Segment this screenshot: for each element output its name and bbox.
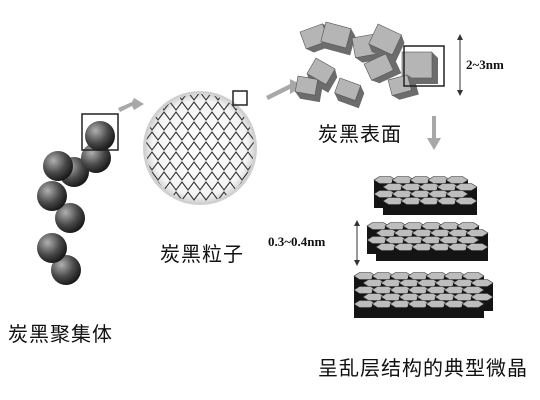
layer-line — [146, 161, 254, 171]
surface-label: 炭黑表面 — [318, 122, 402, 146]
hex-cell — [382, 197, 406, 205]
hex-cell — [445, 190, 469, 198]
hex-cell — [411, 243, 435, 251]
crystallite-label: 呈乱层结构的典型微晶 — [318, 356, 528, 380]
aggregate-zoom-box — [81, 113, 119, 151]
hex-cell — [429, 243, 453, 251]
layer-spacing-label: 0.3~0.4nm — [268, 234, 326, 249]
hex-cell — [465, 229, 489, 237]
hex-cell — [400, 197, 424, 205]
layer-spacing-dimension — [354, 220, 360, 266]
hex-cell — [445, 176, 469, 184]
hex-cell — [465, 243, 489, 251]
hex-cell — [443, 300, 467, 308]
hex-cell — [393, 243, 417, 251]
crystallite-layer-stack — [366, 222, 489, 261]
hex-cell — [454, 183, 478, 191]
hex-cell — [436, 197, 460, 205]
layer-line — [146, 151, 254, 161]
surface-flake — [401, 51, 438, 84]
aggregate-sphere — [51, 255, 81, 285]
carbon-black-particle — [143, 90, 257, 205]
surface-flake — [368, 23, 405, 63]
arrow-surface-to-crystallite — [427, 116, 441, 150]
layer-line — [146, 141, 254, 151]
hex-cell — [375, 243, 399, 251]
particle-zoom-box — [232, 90, 248, 106]
surface-zoom-box — [403, 45, 445, 87]
crystallite-layer-stack — [353, 272, 494, 318]
surface-flake — [320, 21, 356, 56]
hex-cell — [461, 272, 485, 280]
aggregate-sphere — [43, 151, 73, 181]
arrow-aggregate-to-particle — [118, 98, 144, 112]
surface-flake — [294, 75, 323, 103]
particle-label: 炭黑粒子 — [160, 242, 244, 266]
hex-cell — [353, 300, 377, 308]
aggregate-sphere — [85, 121, 115, 151]
crystallite-layer-stack — [373, 176, 478, 215]
hex-cell — [456, 222, 480, 230]
hex-cell — [456, 236, 480, 244]
hex-cell — [389, 300, 413, 308]
aggregate-label: 炭黑聚集体 — [8, 322, 113, 346]
arrow-particle-to-surface — [266, 79, 304, 100]
surface-flake — [363, 53, 402, 84]
surface-depth-dimension — [457, 34, 463, 96]
aggregate-sphere — [37, 181, 67, 211]
carbon-black-aggregate — [37, 121, 115, 285]
hex-cell — [470, 279, 494, 287]
surface-depth-label: 2~3nm — [466, 57, 504, 72]
hex-cell — [371, 300, 395, 308]
hex-cell — [418, 197, 442, 205]
layer-line — [146, 171, 254, 181]
hex-cell — [454, 197, 478, 205]
layer-line — [146, 121, 254, 131]
surface-flake — [334, 77, 365, 109]
turbostratic-crystallite — [353, 176, 494, 318]
hex-cell — [461, 300, 485, 308]
hex-cell — [407, 300, 431, 308]
hex-cell — [425, 300, 449, 308]
layer-line — [146, 111, 254, 121]
carbon-black-surface — [294, 21, 438, 109]
aggregate-sphere — [37, 233, 67, 263]
hex-cell — [461, 286, 485, 294]
hex-cell — [470, 293, 494, 301]
hex-cell — [447, 243, 471, 251]
aggregate-sphere — [55, 203, 85, 233]
layer-line — [146, 131, 254, 141]
surface-flake — [387, 74, 419, 100]
